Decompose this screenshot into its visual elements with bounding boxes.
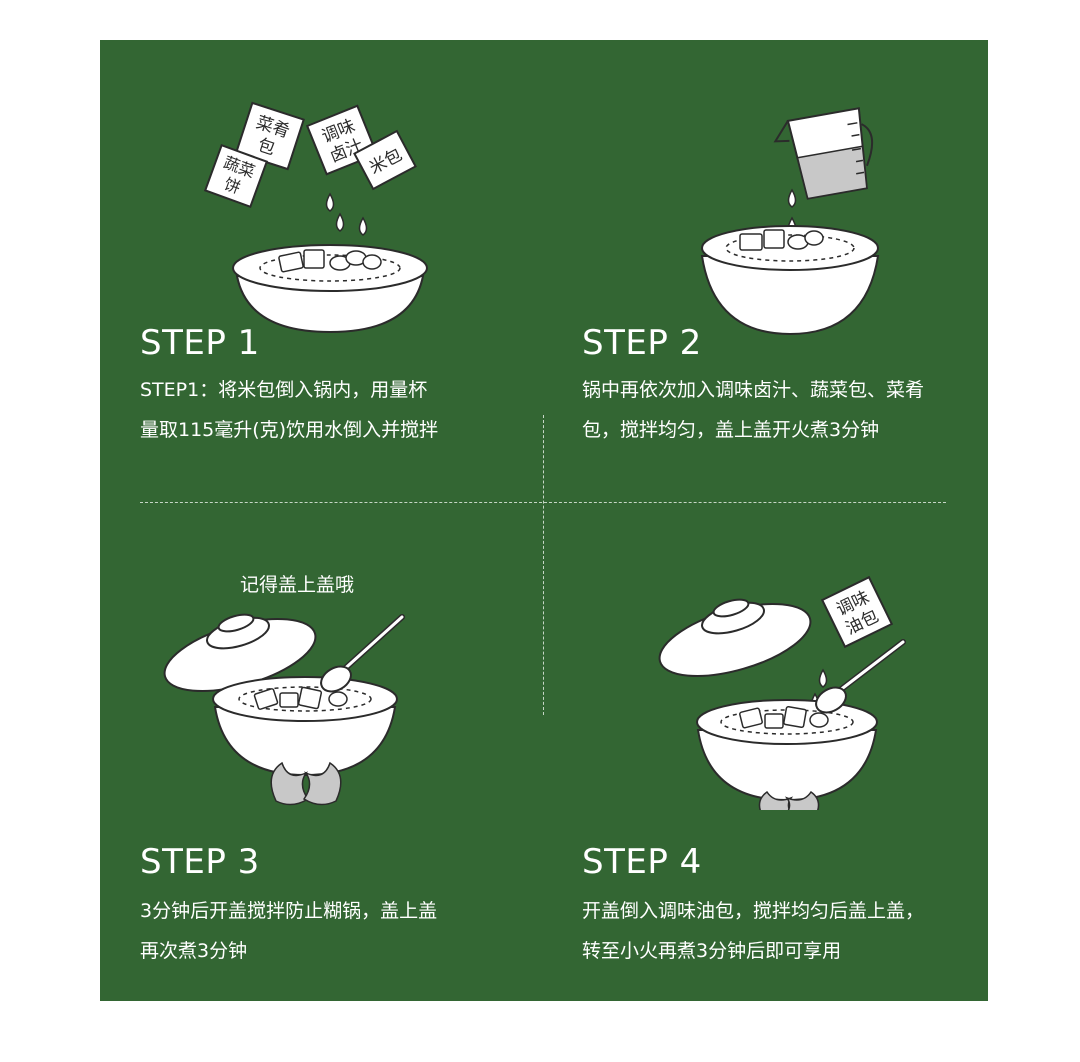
- step4-desc-line: 转至小火再煮3分钟后即可享用: [582, 940, 842, 962]
- step3-desc-line: 再次煮3分钟: [140, 940, 248, 962]
- lid-icon: [658, 598, 812, 677]
- step1-desc-line: 量取115毫升(克)饮用水倒入并搅拌: [140, 419, 439, 441]
- step3-description: 3分钟后开盖搅拌防止糊锅，盖上盖 再次煮3分钟: [140, 891, 520, 971]
- step1-description: STEP1：将米包倒入锅内，用量杯 量取115毫升(克)饮用水倒入并搅拌: [140, 370, 520, 450]
- bowl-icon: [212, 676, 398, 777]
- water-drop-icon: [325, 192, 368, 236]
- step1-illustration: 菜肴 包 调味 卤汁 蔬菜 饼 米包: [203, 101, 428, 334]
- oil-packet-icon: 调味 油包: [820, 575, 894, 649]
- step2-illustration: [700, 107, 880, 336]
- spoon-icon: [320, 614, 405, 693]
- step2-title: STEP 2: [582, 323, 702, 363]
- vegetable-packet-label: 饼: [222, 174, 244, 197]
- step4-title: STEP 4: [582, 842, 702, 882]
- flame-icon: [270, 761, 342, 806]
- step1-desc-line: STEP1：将米包倒入锅内，用量杯: [140, 379, 428, 401]
- spoon-icon: [815, 639, 906, 714]
- rice-packet-icon: 米包: [353, 129, 417, 191]
- bowl-icon: [232, 244, 428, 334]
- step4-desc-line: 开盖倒入调味油包，搅拌均匀后盖上盖，: [582, 900, 925, 922]
- dish-packet-icon: 菜肴 包: [235, 101, 305, 171]
- step3-title: STEP 3: [140, 842, 260, 882]
- step2-desc-line: 包，搅拌均匀，盖上盖开火煮3分钟: [582, 419, 880, 441]
- step3-desc-line: 3分钟后开盖搅拌防止糊锅，盖上盖: [140, 900, 438, 922]
- step2-description: 锅中再依次加入调味卤汁、蔬菜包、菜肴 包，搅拌均匀，盖上盖开火煮3分钟: [582, 370, 962, 450]
- step3-illustration: [163, 613, 405, 806]
- measuring-cup-icon: [773, 107, 874, 200]
- dish-packet-label: 包: [255, 135, 277, 159]
- step1-title: STEP 1: [140, 323, 260, 363]
- step4-illustration: 调味 油包: [658, 575, 906, 810]
- flame-icon: [758, 790, 820, 810]
- vegetable-packet-icon: 蔬菜 饼: [203, 143, 269, 209]
- vertical-divider: [543, 415, 544, 715]
- step2-desc-line: 锅中再依次加入调味卤汁、蔬菜包、菜肴: [582, 379, 925, 401]
- lid-icon: [163, 613, 317, 692]
- step4-description: 开盖倒入调味油包，搅拌均匀后盖上盖， 转至小火再煮3分钟后即可享用: [582, 891, 962, 971]
- instructions-panel: 菜肴 包 调味 卤汁 蔬菜 饼 米包: [100, 40, 988, 1001]
- bowl-icon: [700, 225, 880, 336]
- bowl-icon: [696, 699, 878, 802]
- lid-reminder: 记得盖上盖哦: [240, 574, 355, 596]
